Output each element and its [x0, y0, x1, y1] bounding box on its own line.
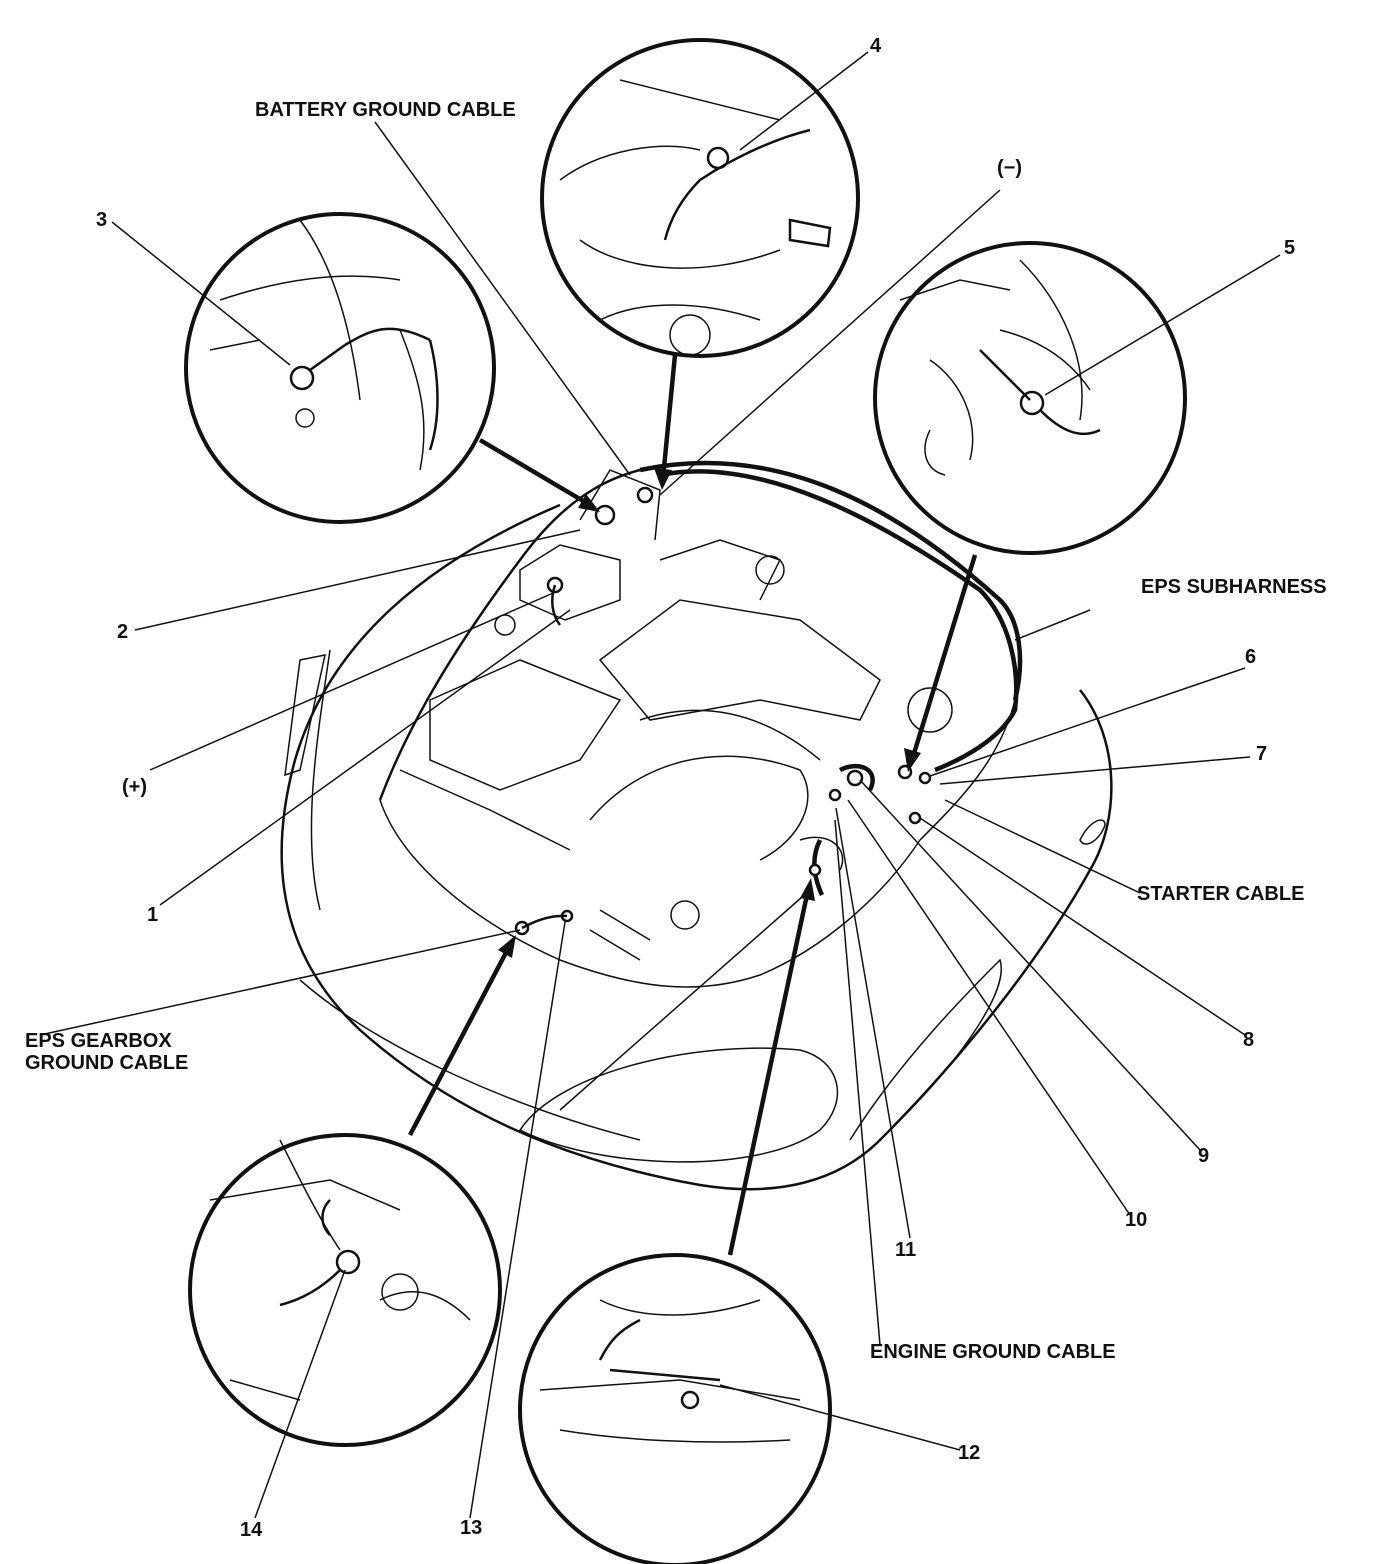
- label-engine-ground-cable: ENGINE GROUND CABLE: [870, 1341, 1116, 1363]
- callout-14: 14: [240, 1519, 263, 1541]
- callout-13: 13: [460, 1517, 483, 1539]
- label-plus-terminal: (+): [122, 776, 147, 798]
- callout-6: 6: [1245, 646, 1257, 668]
- callout-4: 4: [870, 35, 882, 57]
- detail-circle-5: [873, 241, 1187, 555]
- callout-5: 5: [1284, 237, 1296, 259]
- callout-10: 10: [1125, 1209, 1148, 1231]
- label-eps-subharness: EPS SUBHARNESS: [1141, 576, 1327, 598]
- callout-9: 9: [1198, 1145, 1210, 1167]
- label-starter-cable: STARTER CABLE: [1137, 883, 1305, 905]
- engine-bay: [378, 460, 1023, 988]
- callout-7: 7: [1256, 743, 1268, 765]
- label-eps-gearbox-ground-cable: EPS GEARBOX GROUND CABLE: [25, 1030, 188, 1074]
- car-body: [280, 503, 1113, 1191]
- label-minus-terminal: (−): [997, 157, 1022, 179]
- label-battery-ground-cable: BATTERY GROUND CABLE: [255, 99, 516, 121]
- callout-8: 8: [1243, 1029, 1255, 1051]
- detail-circle-12: [518, 1253, 832, 1564]
- detail-circle-4: [540, 38, 860, 358]
- leader-lines: [39, 51, 1281, 1519]
- detail-circle-14: [188, 1133, 502, 1447]
- callout-1: 1: [147, 904, 159, 926]
- callout-2: 2: [117, 621, 129, 643]
- connector-arrows: [408, 354, 978, 1256]
- detail-circle-3: [184, 212, 496, 524]
- label-eps-gearbox-line1: EPS GEARBOX: [25, 1030, 172, 1052]
- callout-11: 11: [895, 1239, 917, 1261]
- label-eps-gearbox-line2: GROUND CABLE: [25, 1052, 189, 1074]
- callout-12: 12: [958, 1442, 981, 1464]
- callout-3: 3: [96, 209, 108, 231]
